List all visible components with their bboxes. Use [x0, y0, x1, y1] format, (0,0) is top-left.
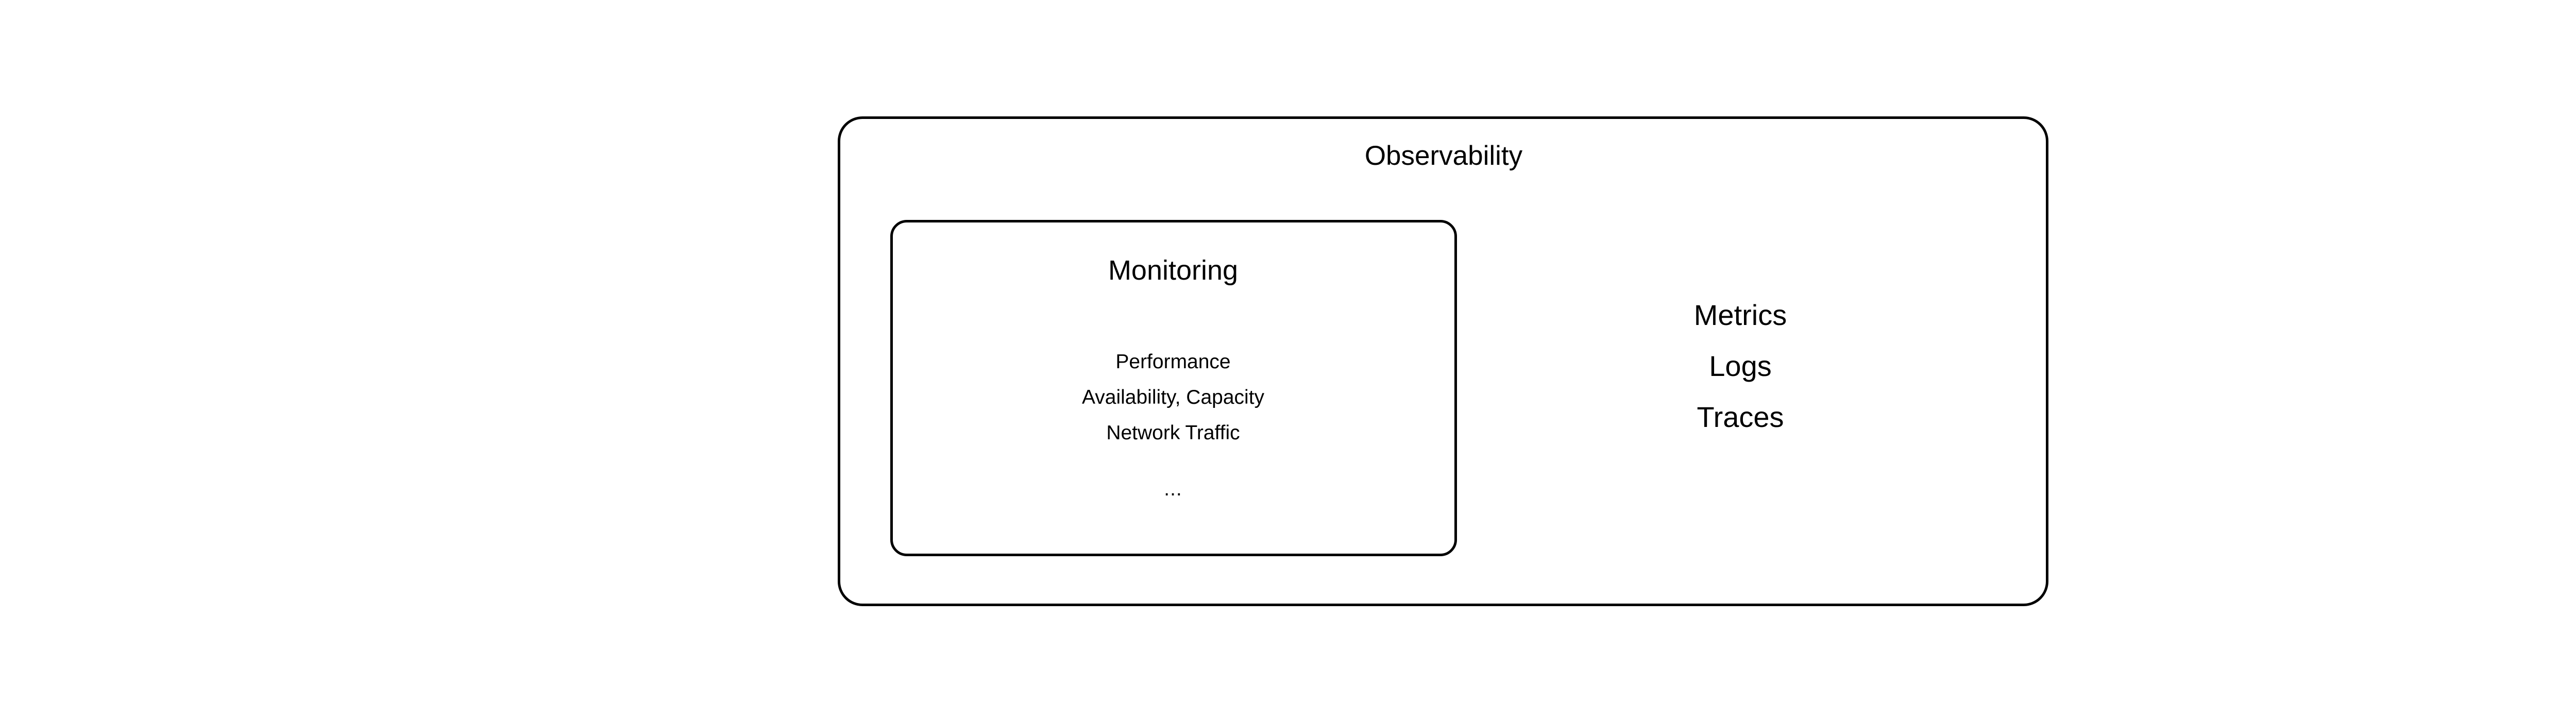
monitoring-container: [890, 220, 1457, 556]
monitoring-item-list: Performance Availability, Capacity Netwo…: [1082, 344, 1264, 507]
pillar-traces: Traces: [1697, 401, 1784, 433]
monitoring-items-ellipsis: ...: [1164, 478, 1182, 500]
observability-container: [838, 116, 2048, 606]
observability-pillar-list: Metrics Logs Traces: [1694, 289, 1787, 442]
monitoring-item-performance: Performance: [1115, 351, 1231, 373]
monitoring-label: Monitoring: [1108, 255, 1239, 286]
monitoring-item-network-traffic: Network Traffic: [1106, 422, 1240, 444]
pillar-metrics: Metrics: [1693, 299, 1787, 331]
observability-label: Observability: [1364, 141, 1523, 171]
pillar-logs: Logs: [1709, 350, 1772, 382]
monitoring-item-availability-capacity: Availability, Capacity: [1081, 386, 1265, 408]
